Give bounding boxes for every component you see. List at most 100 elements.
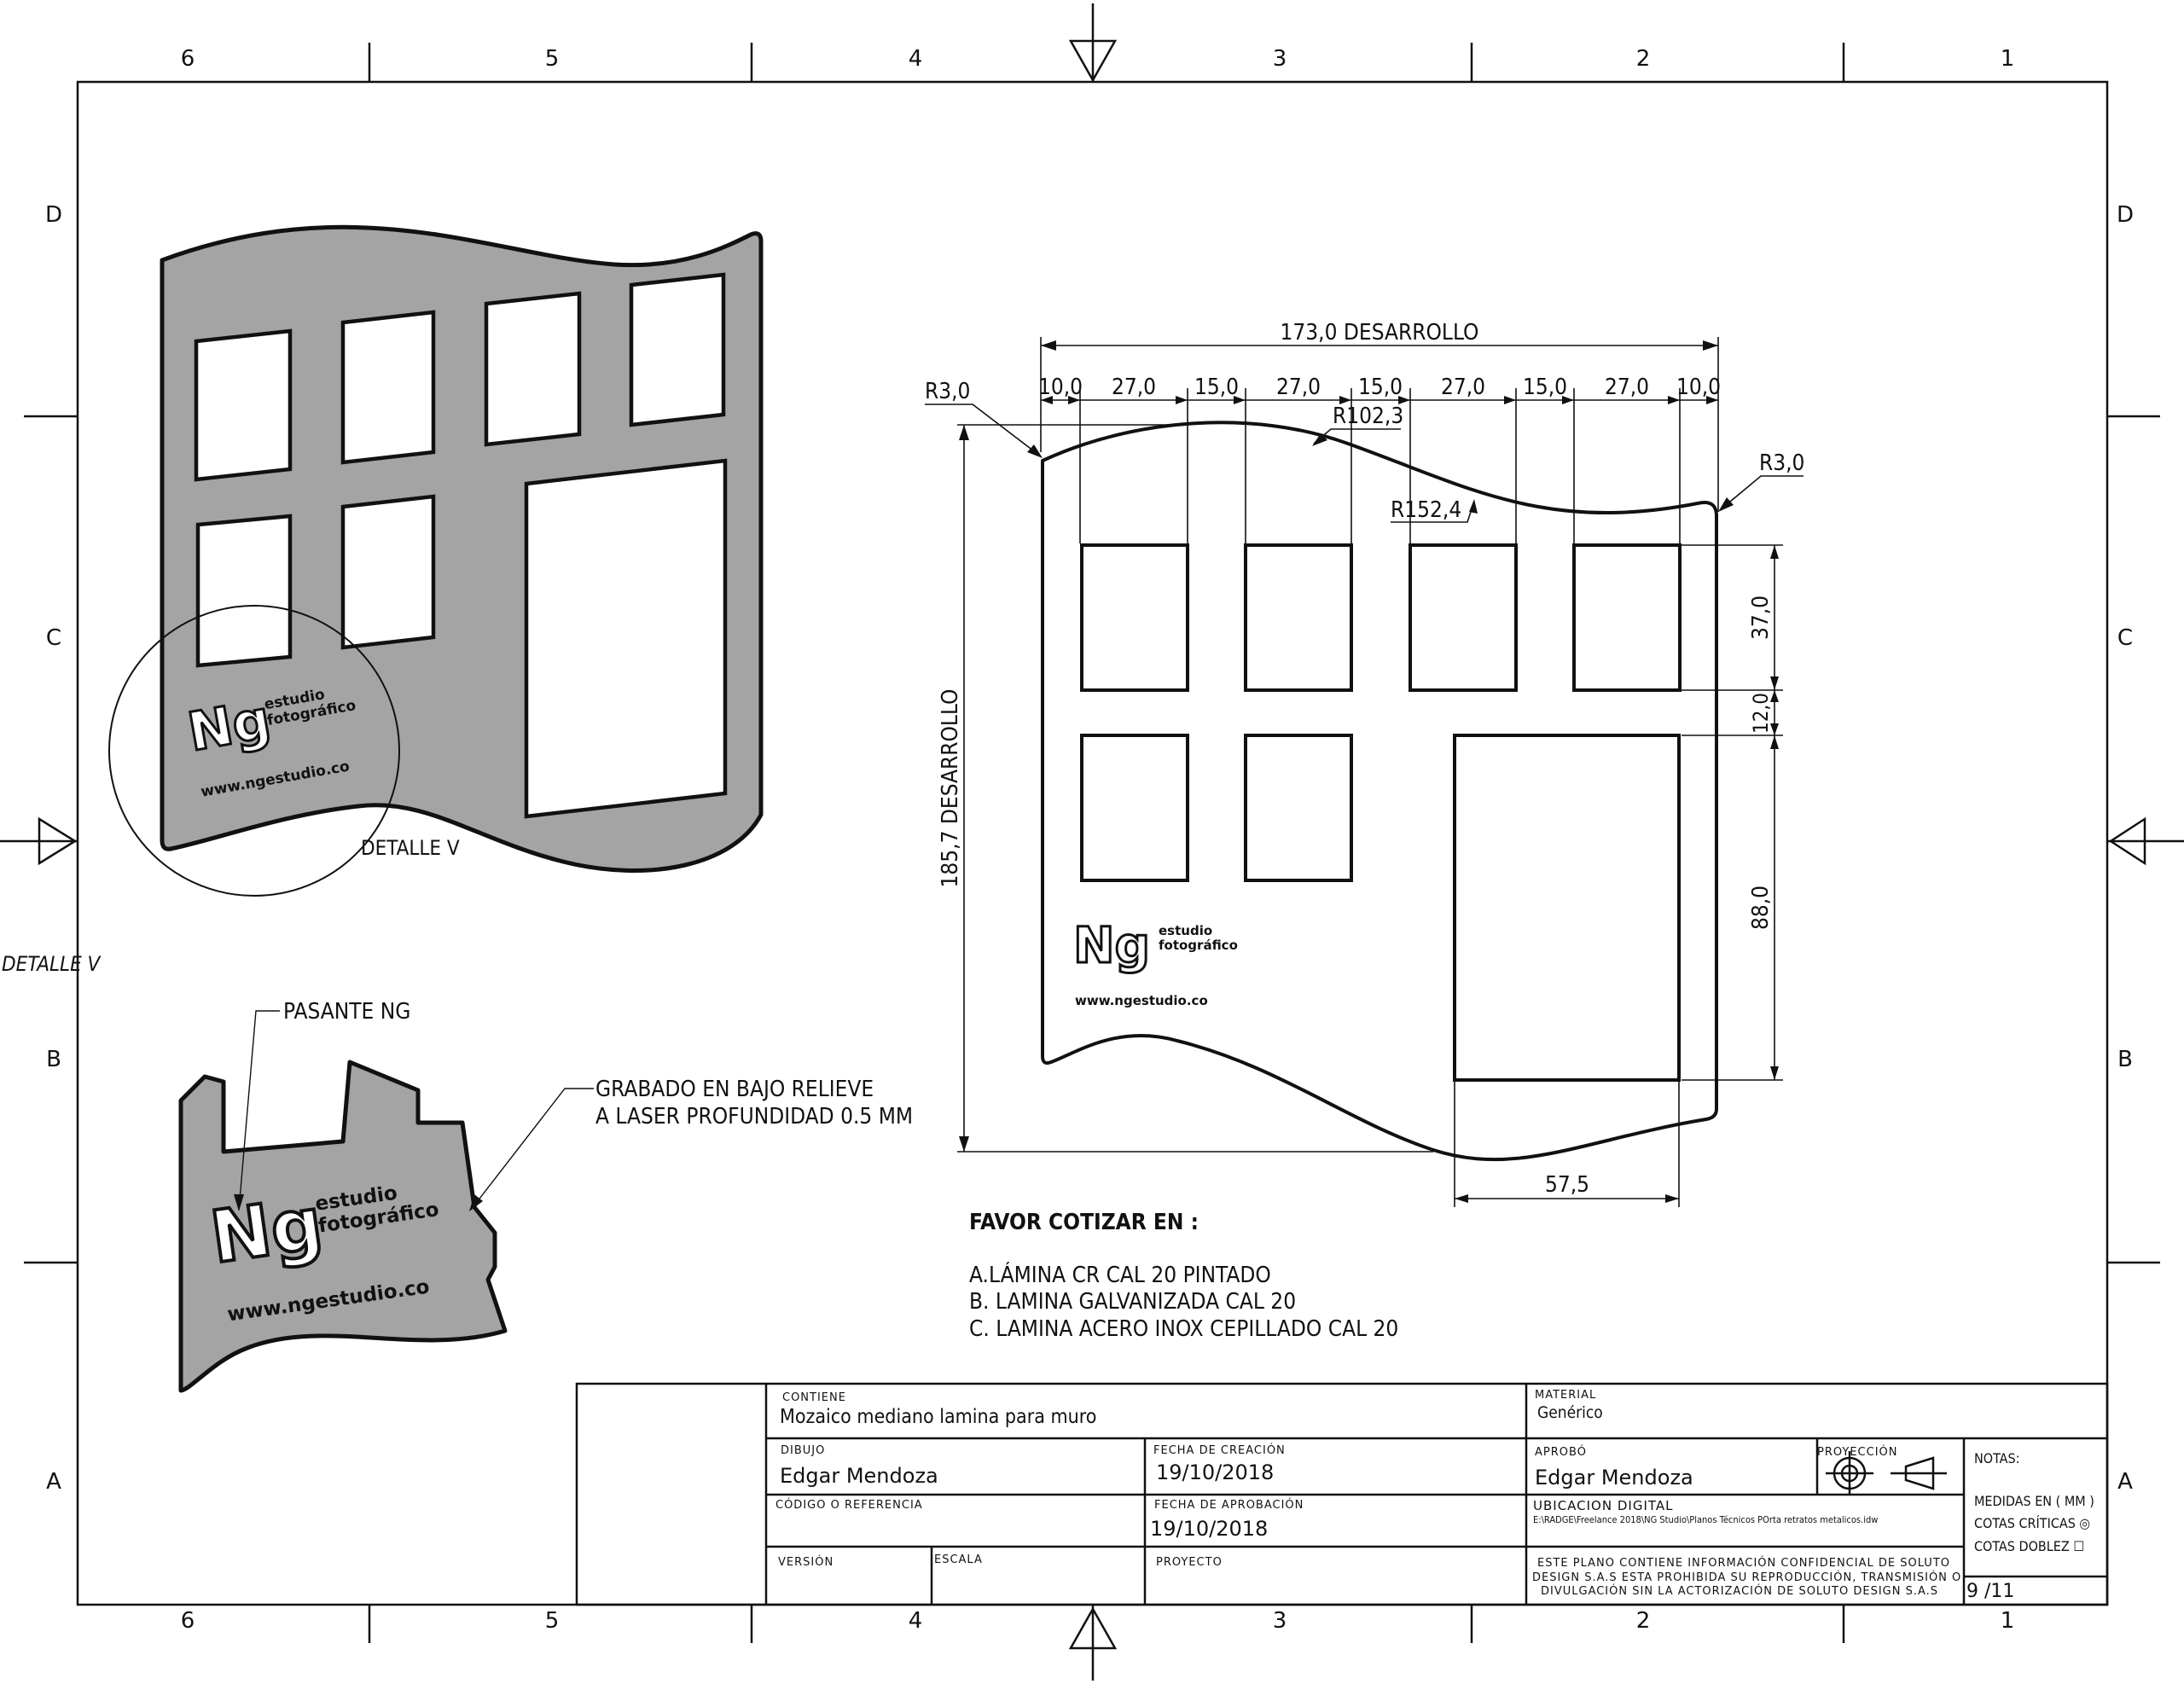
- grabado-line1: GRABADO EN BAJO RELIEVE: [595, 1077, 874, 1102]
- dim-segment: 15,0: [1358, 375, 1403, 400]
- front-window: [1080, 734, 1189, 882]
- dim-segment: 27,0: [1605, 375, 1649, 400]
- label-material: MATERIAL: [1535, 1389, 1596, 1402]
- dim-total-height: 185,7 DESARROLLO: [938, 689, 963, 888]
- quote-heading: FAVOR COTIZAR EN :: [969, 1210, 1199, 1235]
- label-codigo: CÓDIGO O REFERENCIA: [775, 1498, 923, 1512]
- center-mark-left: [38, 816, 78, 866]
- column-labels: 6 5 4 3 2 1 6 5 4 3 2 1: [181, 46, 2015, 1634]
- column-label: 2: [1636, 1608, 1651, 1634]
- dim-r-lower-curve: R152,4: [1391, 497, 1461, 523]
- dim-segment: 27,0: [1276, 375, 1321, 400]
- iso-large-window: [524, 458, 728, 819]
- dim-total-width: 173,0 DESARROLLO: [1281, 320, 1479, 346]
- column-label: 3: [1273, 1608, 1287, 1634]
- label-proyecto: PROYECTO: [1156, 1556, 1223, 1569]
- iso-window: [484, 291, 582, 447]
- detail-circle: [108, 605, 400, 897]
- value-material: Genérico: [1537, 1403, 1603, 1422]
- grabado-line2: A LASER PROFUNDIDAD 0.5 MM: [595, 1104, 913, 1129]
- column-label: 4: [909, 46, 923, 72]
- dim-segment: 15,0: [1523, 375, 1567, 400]
- value-dibujo: Edgar Mendoza: [780, 1464, 938, 1488]
- row-label: D: [45, 202, 62, 228]
- radius-callouts: R3,0 R3,0 R102,3 R152,4: [925, 379, 1804, 523]
- label-version: VERSIÓN: [778, 1555, 834, 1569]
- label-aprobo: APROBÓ: [1535, 1445, 1587, 1459]
- dim-segment: 10,0: [1676, 375, 1721, 400]
- logo-mark: Ng: [206, 1182, 328, 1280]
- front-window: [1244, 543, 1353, 692]
- sheet-number: 9 /11: [1966, 1581, 2014, 1602]
- horizontal-dimensions: 173,0 DESARROLLO 10,0 27,0 15,0 27,0 15,…: [1038, 320, 1721, 543]
- pasante-leader: [238, 1010, 280, 1211]
- right-dimensions: 37,0 12,0 88,0: [1682, 544, 1783, 1081]
- dim-segment: 10,0: [1038, 375, 1083, 400]
- iso-window: [195, 514, 293, 668]
- value-ubicacion: E:\RADGE\Freelance 2018\NG Studio\Planos…: [1533, 1514, 1878, 1525]
- value-fecha-creacion: 19/10/2018: [1156, 1460, 1274, 1484]
- front-large-window: [1453, 734, 1681, 1082]
- dim-large-window-height: 88,0: [1748, 886, 1774, 930]
- row-labels: D C B A D C B A: [45, 202, 2134, 1495]
- label-dibujo: DIBUJO: [781, 1444, 825, 1457]
- logo-line1: estudio: [1159, 923, 1212, 938]
- row-label: B: [2117, 1047, 2133, 1072]
- detail-plate: [178, 1060, 508, 1393]
- dim-r-top-right: R3,0: [1759, 450, 1804, 476]
- logo-url: www.ngestudio.co: [1075, 993, 1208, 1008]
- row-label: C: [46, 625, 61, 651]
- iso-window: [340, 494, 436, 650]
- column-label: 5: [545, 1608, 560, 1634]
- column-label: 5: [545, 46, 560, 72]
- column-label: 4: [909, 1608, 923, 1634]
- pasante-label: PASANTE NG: [283, 999, 410, 1025]
- front-window: [1244, 734, 1353, 882]
- note-medidas: MEDIDAS EN ( MM ): [1974, 1493, 2094, 1509]
- center-mark-bottom: [1068, 1606, 1118, 1650]
- quote-note: FAVOR COTIZAR EN : A.LÁMINA CR CAL 20 PI…: [969, 1210, 1398, 1342]
- title-block: CONTIENE MATERIAL DIBUJO FECHA DE CREACI…: [575, 1382, 2109, 1606]
- iso-window: [340, 310, 436, 465]
- column-label: 6: [181, 1608, 195, 1634]
- value-fecha-aprobacion: 19/10/2018: [1150, 1517, 1268, 1541]
- quote-option: C. LAMINA ACERO INOX CEPILLADO CAL 20: [969, 1316, 1398, 1342]
- label-ubicacion: UBICACION DIGITAL: [1533, 1498, 1674, 1513]
- front-window: [1409, 543, 1518, 692]
- label-fecha-aprobacion: FECHA DE APROBACIÓN: [1154, 1498, 1304, 1512]
- front-window: [1080, 543, 1189, 692]
- column-label: 3: [1273, 46, 1287, 72]
- confidencial-line: ESTE PLANO CONTIENE INFORMACIÓN CONFIDEN…: [1537, 1556, 1950, 1570]
- center-mark-top: [1068, 39, 1118, 83]
- label-notas: NOTAS:: [1974, 1450, 2019, 1466]
- confidencial-line: DIVULGACIÓN SIN LA ACTORIZACIÓN DE SOLUT…: [1541, 1584, 1938, 1598]
- quote-option: A.LÁMINA CR CAL 20 PINTADO: [969, 1261, 1271, 1288]
- row-label: A: [2117, 1469, 2133, 1495]
- confidencial-line: DESIGN S.A.S ESTA PROHIBIDA SU REPRODUCC…: [1532, 1571, 1961, 1584]
- bottom-dimension: 57,5: [1454, 1082, 1680, 1207]
- front-logo: Ng estudio fotográfico www.ngestudio.co: [1072, 915, 1238, 1009]
- label-contiene: CONTIENE: [782, 1391, 846, 1404]
- logo-mark: Ng: [1073, 916, 1150, 974]
- row-label: A: [46, 1469, 61, 1495]
- height-dimension: 185,7 DESARROLLO: [938, 424, 1433, 1153]
- leader-arrow: [469, 1194, 483, 1211]
- center-mark-right: [2108, 816, 2146, 866]
- grabado-leader: [470, 1088, 594, 1211]
- detail-title: DETALLE V: [2, 952, 102, 976]
- quote-option: B. LAMINA GALVANIZADA CAL 20: [969, 1289, 1296, 1315]
- row-label: C: [2117, 625, 2133, 651]
- front-view: Ng estudio fotográfico www.ngestudio.co: [925, 320, 1804, 1207]
- note-cotas-doblez: COTAS DOBLEZ ☐: [1974, 1538, 2084, 1554]
- column-label: 6: [181, 46, 195, 72]
- projection-symbol-icon: [1826, 1451, 1947, 1495]
- dim-gap: 12,0: [1749, 693, 1773, 734]
- dim-segment: 27,0: [1112, 375, 1156, 400]
- dim-window-height: 37,0: [1748, 595, 1774, 640]
- row-label: B: [46, 1047, 61, 1072]
- dim-large-window-width: 57,5: [1545, 1172, 1589, 1198]
- value-contiene: Mozaico mediano lamina para muro: [780, 1406, 1096, 1428]
- label-proyeccion: PROYECCIÓN: [1817, 1445, 1898, 1459]
- logo-mark: Ng: [183, 688, 275, 764]
